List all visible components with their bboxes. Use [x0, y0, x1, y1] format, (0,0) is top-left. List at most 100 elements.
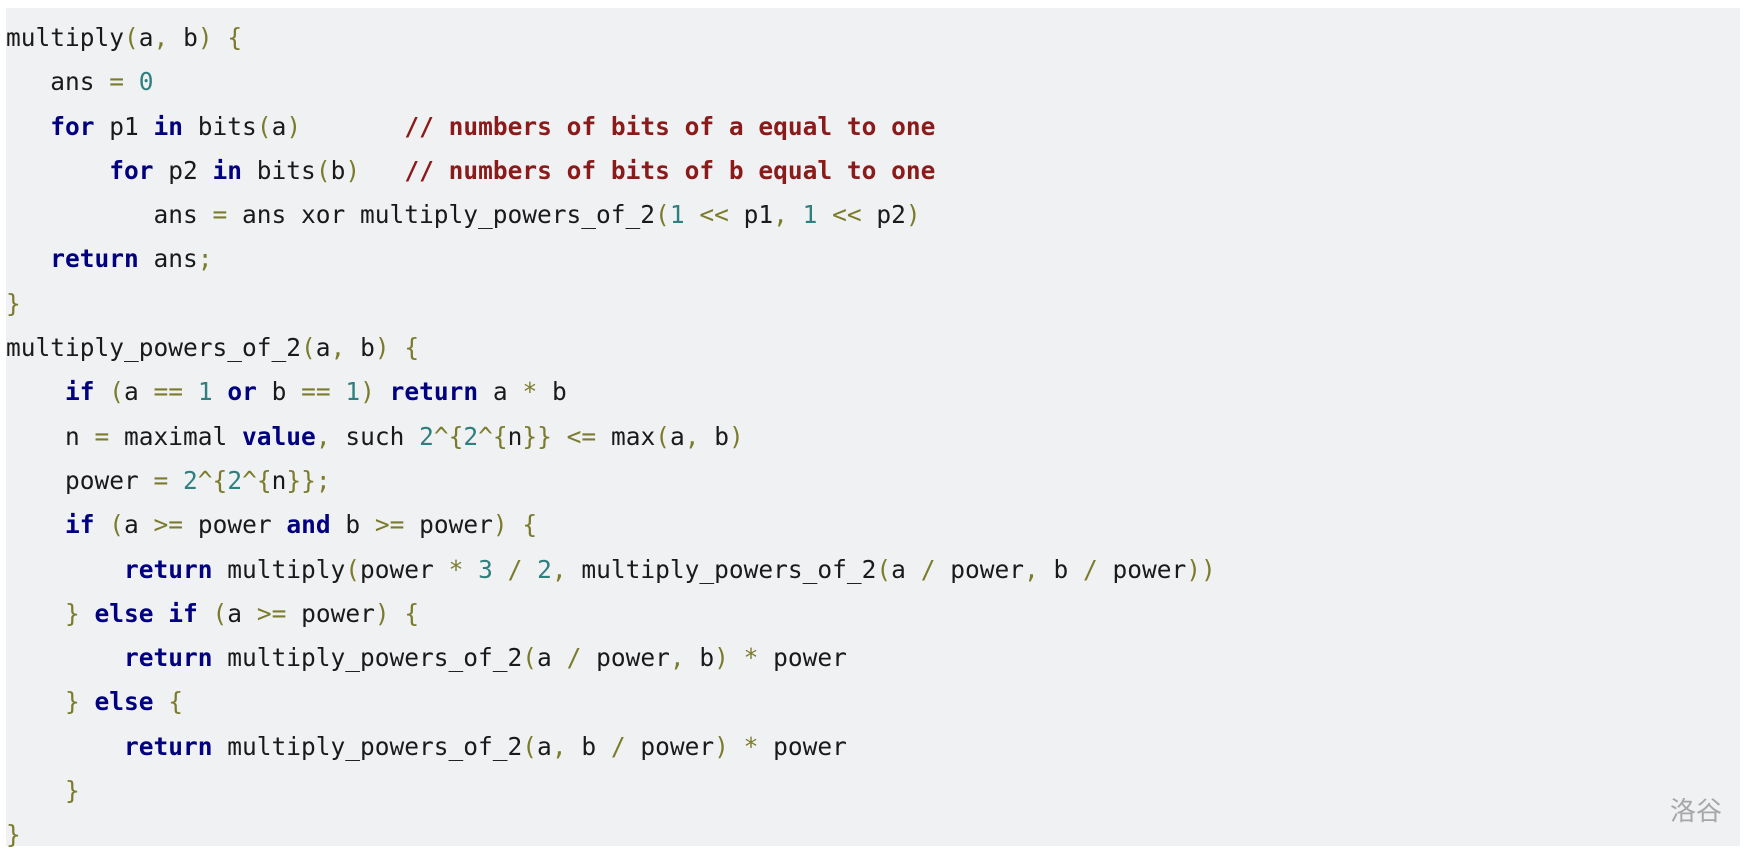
code-token: power: [197, 510, 287, 540]
code-token: multiply: [227, 554, 346, 584]
code-token: }};: [286, 465, 331, 495]
code-token: 0: [138, 67, 154, 97]
code-token: b: [581, 731, 611, 761]
code-line: for p1 in bits(a) // numbers of bits of …: [6, 105, 1216, 149]
code-token: power: [950, 554, 1024, 584]
code-token: and: [286, 510, 346, 540]
code-token: value: [242, 421, 316, 451]
code-token: (: [212, 598, 228, 628]
code-token: (: [655, 421, 670, 451]
code-token: 2: [537, 554, 552, 584]
code-token: /: [1083, 554, 1113, 584]
code-line: return multiply_powers_of_2(a, b / power…: [6, 725, 1216, 769]
code-token: (: [315, 155, 331, 185]
code-line: return ans;: [6, 237, 1216, 281]
code-token: ) *: [714, 731, 774, 761]
code-token: <<: [699, 200, 744, 230]
code-token: }: [6, 598, 95, 628]
code-token: n: [6, 421, 95, 451]
code-token: bits: [197, 111, 257, 141]
code-token: power: [773, 731, 847, 761]
code-token: b: [345, 510, 375, 540]
code-token: (: [522, 643, 538, 673]
code-token: /: [507, 554, 538, 584]
code-token: ,: [773, 200, 803, 230]
code-token: p2: [168, 155, 213, 185]
code-token: }: [6, 687, 95, 717]
code-token: 1: [197, 377, 228, 407]
code-line: return multiply_powers_of_2(a / power, b…: [6, 636, 1216, 680]
code-token: power: [301, 598, 375, 628]
code-token: if: [6, 510, 110, 540]
code-line: ans = 0: [6, 60, 1216, 104]
code-token: =: [212, 200, 243, 230]
code-token: /: [610, 731, 641, 761]
code-token: 3: [478, 554, 508, 584]
code-token: 1: [669, 200, 700, 230]
code-token: ==: [153, 377, 198, 407]
code-token: ^{: [242, 465, 272, 495]
code-token: a: [138, 23, 154, 52]
code-token: ) {: [374, 333, 420, 363]
watermark-logo: 洛谷: [1669, 797, 1722, 827]
code-token: power: [773, 643, 847, 673]
code-token: ans xor multiply_powers_of_2: [242, 200, 656, 230]
code-line: }: [6, 282, 1216, 326]
code-token: *: [522, 377, 552, 407]
code-token: b: [330, 155, 346, 185]
code-token: ,: [153, 23, 184, 52]
code-token: b: [699, 643, 715, 673]
code-token: power: [1112, 554, 1187, 584]
code-token: ): [360, 377, 390, 407]
code-token: return: [6, 554, 228, 584]
code-token: ): [286, 111, 302, 141]
code-token: (: [109, 510, 125, 540]
code-token: for: [6, 155, 169, 185]
code-token: ,: [684, 421, 715, 451]
code-token: ,: [551, 731, 582, 761]
code-token: a: [669, 421, 685, 451]
code-line: }: [6, 813, 1216, 857]
code-token: (: [345, 554, 361, 584]
code-token: 2: [183, 465, 198, 495]
code-token: a: [315, 333, 331, 363]
code-token: }: [6, 776, 80, 806]
code-token: a: [124, 510, 154, 540]
code-token: 1: [802, 200, 833, 230]
code-token: ) *: [714, 643, 774, 673]
code-token: b: [360, 333, 375, 363]
code-token: ,: [1023, 554, 1054, 584]
code-token: 1: [345, 377, 361, 407]
code-token: =: [109, 67, 139, 97]
code-token: >=: [374, 510, 420, 540]
code-token: (: [655, 200, 670, 230]
code-token: 2: [463, 421, 479, 451]
code-token: if: [6, 377, 110, 407]
code-token: max: [610, 421, 656, 451]
code-token: or: [227, 377, 272, 407]
code-token: ^{: [433, 421, 464, 451]
code-token: power: [6, 465, 154, 495]
code-token: <<: [832, 200, 877, 230]
code-token: a: [124, 377, 154, 407]
code-token: *: [448, 554, 479, 584]
code-listing: multiply(a, b) { ans = 0 for p1 in bits(…: [6, 16, 1216, 858]
code-token: a: [537, 643, 567, 673]
code-line: } else if (a >= power) {: [6, 592, 1216, 636]
code-line: }: [6, 769, 1216, 813]
code-token: {: [168, 687, 184, 717]
code-token: multiply_powers_of_2: [227, 643, 523, 673]
code-token: (: [109, 377, 125, 407]
code-token: b: [1053, 554, 1083, 584]
code-line: if (a == 1 or b == 1) return a * b: [6, 370, 1216, 414]
code-token: ): [345, 155, 361, 185]
code-line: n = maximal value, such 2^{2^{n}} <= max…: [6, 415, 1216, 459]
code-line: } else {: [6, 680, 1216, 724]
code-token: ,: [551, 554, 582, 584]
code-line: multiply(a, b) {: [6, 16, 1216, 60]
code-token: 2: [419, 421, 434, 451]
code-token: in: [212, 155, 257, 185]
code-token: ): [905, 200, 921, 230]
code-token: ==: [301, 377, 346, 407]
code-token: a: [891, 554, 921, 584]
